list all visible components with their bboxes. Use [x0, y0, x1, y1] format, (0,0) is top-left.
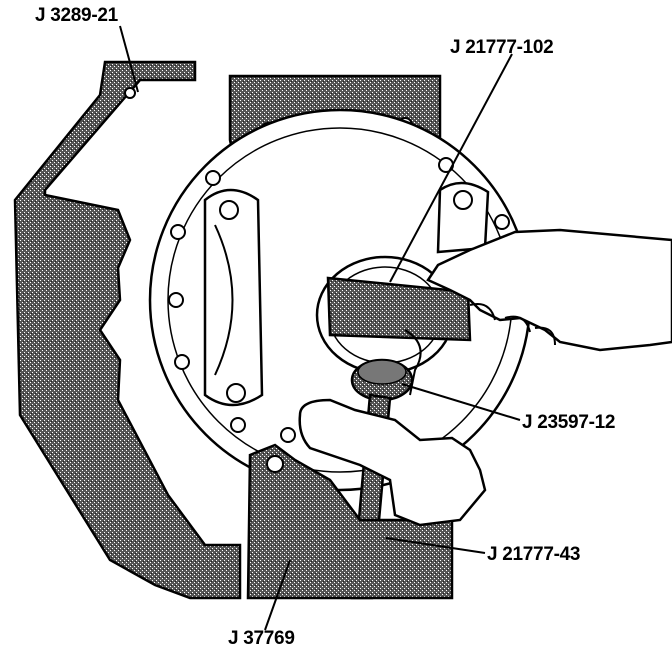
fixture-bolt: [266, 455, 284, 473]
leader-driver: [385, 537, 486, 554]
upper-hand-finger-3: [534, 326, 556, 346]
leader-installer: [389, 53, 513, 283]
flange-bolt-holes: [168, 157, 510, 443]
left-bearing-cap-curve: [214, 224, 234, 376]
right-bearing-cap: [436, 181, 490, 254]
lower-hand: [298, 398, 487, 527]
leader-lines: [119, 25, 521, 631]
installer-tool-block: [326, 276, 472, 342]
upper-hand-finger-2: [504, 315, 531, 333]
callout-bracket-tool: J 3289-21: [35, 5, 118, 26]
left-cap-bolt-top: [219, 200, 239, 220]
callout-driver-handle: J 21777-43: [487, 544, 581, 565]
upper-hand: [426, 228, 672, 352]
holding-bracket-shape: [13, 60, 242, 600]
bracket-bolt-hole: [124, 87, 136, 99]
callout-installer-tool: J 21777-102: [450, 37, 554, 58]
leader-fixture: [264, 559, 291, 631]
right-cap-bolt: [453, 190, 473, 210]
callout-holding-fixture: J 37769: [228, 628, 295, 649]
leader-adapter: [401, 383, 521, 421]
callout-adapter-tool: J 23597-12: [522, 412, 616, 433]
left-cap-bolt-bottom: [226, 383, 246, 403]
lower-hand-finger: [404, 329, 422, 396]
holding-fixture-plate: [246, 443, 454, 600]
adapter-nut-face: [357, 359, 407, 385]
upper-hand-finger-1: [469, 303, 496, 321]
left-bearing-cap: [203, 188, 264, 407]
leader-bracket: [119, 25, 139, 93]
